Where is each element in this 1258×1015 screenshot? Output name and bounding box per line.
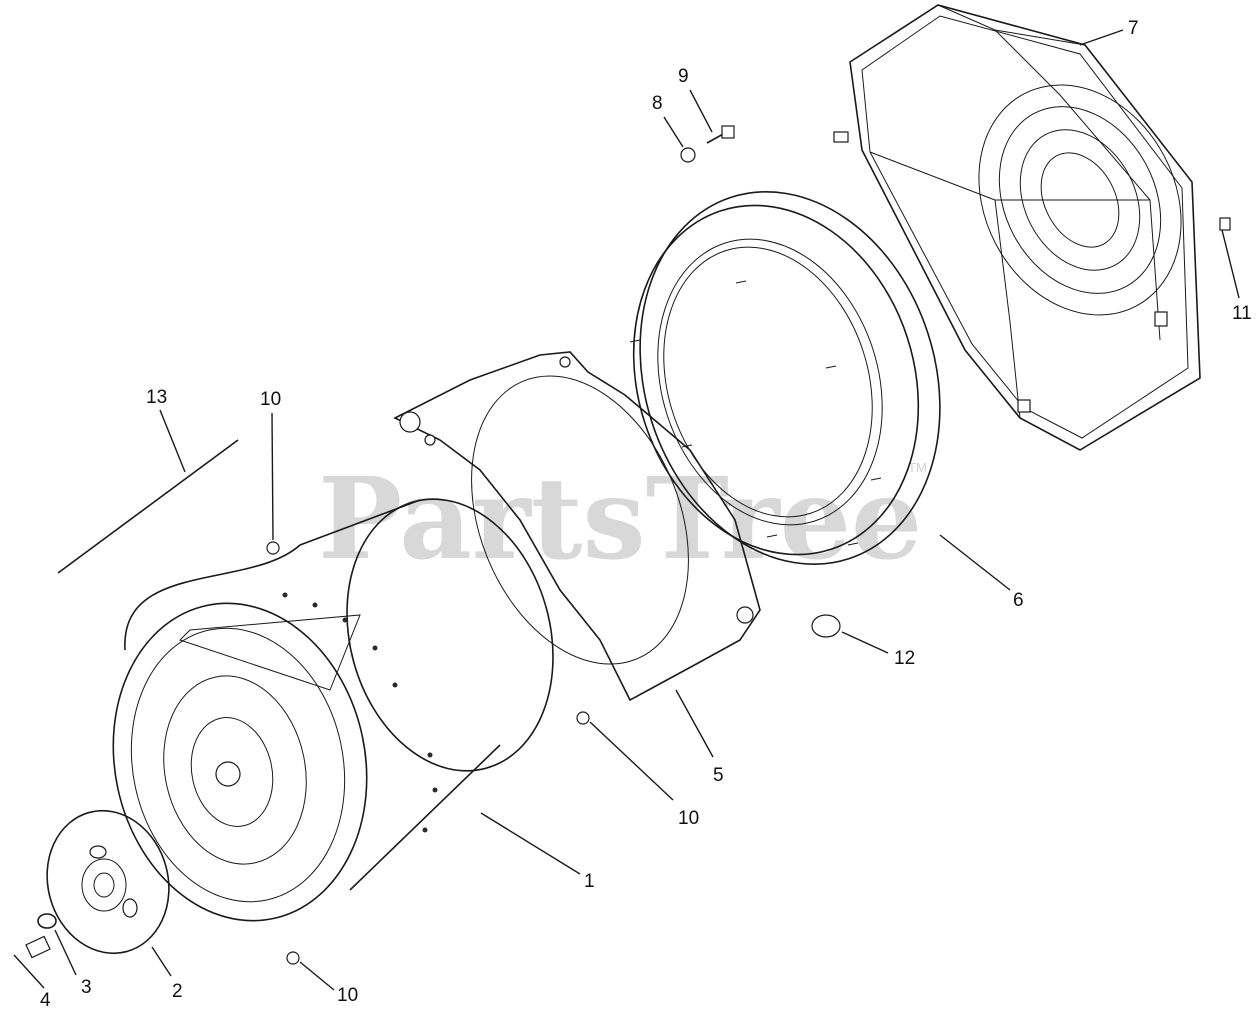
- callout-13: 13: [146, 387, 167, 408]
- callout-1: 1: [584, 871, 595, 892]
- callout-10-middle: 10: [678, 808, 699, 829]
- callout-5: 5: [713, 765, 724, 786]
- part-plug: [811, 614, 841, 638]
- part-pulley-plate: [46, 809, 170, 955]
- callout-10-lower: 10: [337, 985, 358, 1006]
- part-nut-upper: [266, 541, 280, 555]
- callout-numbers: 1 2 3 4 5 6 7 8 9 10 10 10 11 12 13: [40, 18, 1252, 1011]
- callout-7: 7: [1128, 18, 1139, 39]
- watermark-brand: PartsTree: [318, 454, 922, 585]
- callout-6: 6: [1013, 590, 1024, 611]
- part-rod: [57, 439, 239, 574]
- callout-10-upper: 10: [260, 389, 281, 410]
- callout-9: 9: [678, 66, 689, 87]
- callout-3: 3: [81, 977, 92, 998]
- part-nut-lower: [286, 951, 300, 965]
- part-washer-small: [680, 147, 696, 163]
- part-washer: [37, 913, 57, 929]
- part-bolt-shroud: [1219, 217, 1231, 231]
- watermark-trademark: TM: [908, 460, 927, 475]
- part-nut-middle: [576, 711, 590, 725]
- callout-8: 8: [652, 93, 663, 114]
- leader-lines: [13, 29, 1240, 991]
- part-blower-housing: [112, 498, 554, 922]
- part-fan-shroud: [833, 4, 1201, 451]
- part-gasket-plate: [393, 351, 761, 702]
- part-bolt: [25, 935, 51, 959]
- callout-2: 2: [172, 981, 183, 1002]
- part-blower-ring: [629, 191, 941, 565]
- part-bolt-small: [706, 125, 735, 144]
- callout-4: 4: [40, 990, 51, 1011]
- callout-11: 11: [1232, 303, 1252, 324]
- callout-12: 12: [894, 648, 915, 669]
